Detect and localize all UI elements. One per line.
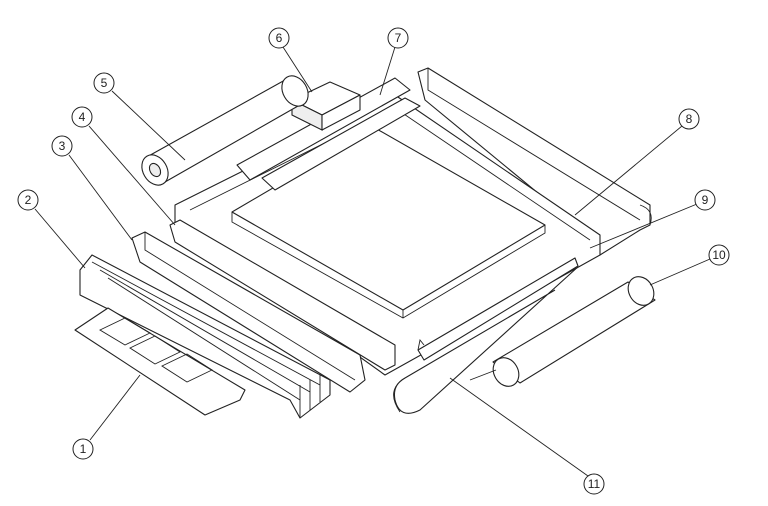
callout-1: 1: [72, 438, 94, 460]
callout-5: 5: [93, 72, 115, 94]
leader-lines: [34, 46, 711, 477]
callout-label: 4: [79, 110, 86, 124]
callout-label: 3: [59, 139, 66, 153]
callout-label: 11: [588, 477, 601, 491]
bellows-cover: [79, 254, 331, 419]
callout-7: 7: [387, 27, 409, 49]
callout-label: 8: [686, 112, 693, 126]
cross-bar: [417, 257, 579, 361]
callout-label: 2: [25, 193, 32, 207]
callout-3: 3: [51, 135, 73, 157]
callout-label: 10: [712, 248, 726, 262]
idler-roller: [469, 276, 656, 387]
callout-8: 8: [678, 108, 700, 130]
side-rail-left: [131, 219, 396, 393]
callout-label: 5: [101, 76, 108, 90]
callout-label: 1: [80, 442, 87, 456]
callout-label: 7: [395, 31, 402, 45]
drive-roller: [141, 75, 309, 186]
callout-6: 6: [268, 27, 290, 49]
carriage-block: [291, 81, 361, 131]
side-rail-right: [417, 67, 652, 256]
callout-10: 10: [708, 244, 730, 266]
callout-11: 11: [583, 473, 605, 495]
callout-label: 6: [276, 31, 283, 45]
callout-label: 9: [702, 193, 709, 207]
callout-4: 4: [71, 106, 93, 128]
callout-2: 2: [17, 189, 39, 211]
base-plate: [74, 307, 246, 416]
callout-9: 9: [694, 189, 716, 211]
